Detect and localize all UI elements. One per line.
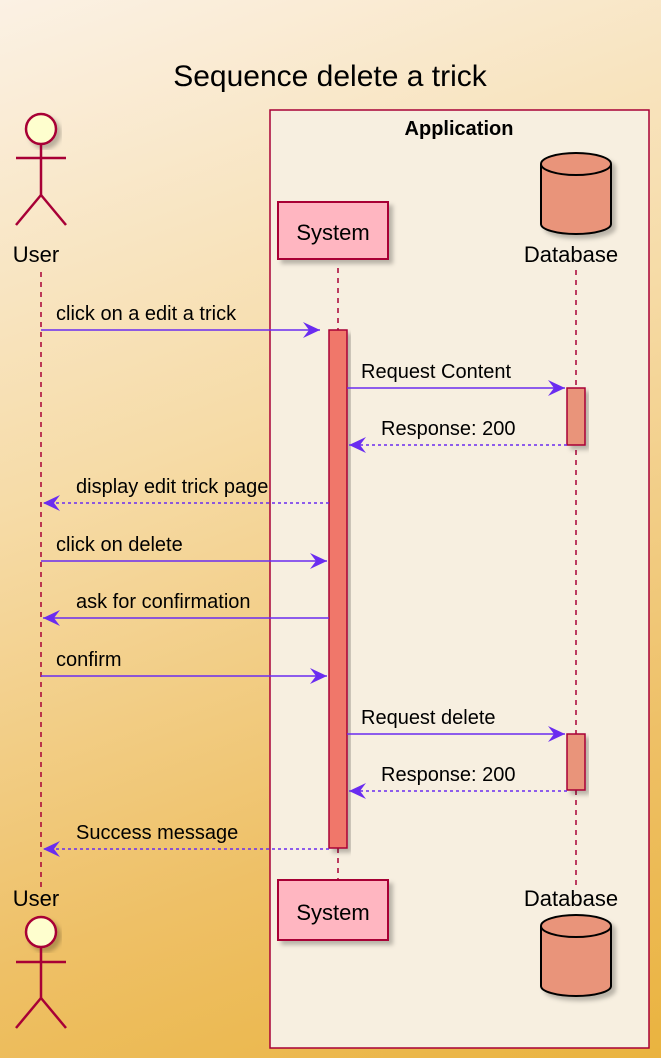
participant-system-box-bottom bbox=[277, 879, 389, 941]
participant-system-box bbox=[277, 201, 389, 260]
message-label: confirm bbox=[56, 649, 122, 671]
message-label: Response: 200 bbox=[381, 418, 516, 440]
message-label: Response: 200 bbox=[381, 764, 516, 786]
participant-system-label: System bbox=[296, 220, 369, 245]
activation-bars bbox=[328, 329, 586, 849]
message-label: click on delete bbox=[56, 534, 183, 556]
user-actor-icon bbox=[15, 112, 67, 226]
database-cylinder-icon-bottom bbox=[540, 914, 612, 997]
participant-database-bottom: Database bbox=[524, 886, 618, 997]
participant-database-label-bottom: Database bbox=[524, 886, 618, 911]
arrowhead-icon bbox=[548, 726, 565, 742]
user-actor-icon-bottom bbox=[15, 915, 67, 1029]
arrowhead-icon bbox=[43, 610, 60, 626]
arrowhead-icon bbox=[349, 437, 366, 453]
activation-system bbox=[328, 329, 348, 849]
message: ask for confirmation bbox=[43, 591, 329, 626]
diagram-title: Sequence delete a trick bbox=[173, 60, 488, 93]
messages: click on a edit a trick Request Content … bbox=[41, 303, 567, 857]
activation-database-2 bbox=[566, 733, 586, 791]
message-label: ask for confirmation bbox=[76, 591, 251, 613]
participant-system-top: System bbox=[277, 201, 389, 260]
participant-user-label-bottom: User bbox=[13, 886, 59, 911]
message: click on a edit a trick bbox=[41, 303, 320, 338]
arrowhead-icon bbox=[310, 553, 327, 569]
message-label: display edit trick page bbox=[76, 476, 268, 498]
message: display edit trick page bbox=[43, 476, 329, 511]
participant-system-label-bottom: System bbox=[296, 900, 369, 925]
participant-user-top: User bbox=[13, 112, 67, 267]
message: click on delete bbox=[41, 534, 327, 569]
message: confirm bbox=[41, 649, 327, 684]
arrowhead-icon bbox=[43, 495, 60, 511]
message: Request Content bbox=[347, 361, 565, 396]
message: Request delete bbox=[347, 707, 565, 742]
participant-database-top: Database bbox=[524, 152, 618, 267]
message-label: Success message bbox=[76, 822, 238, 844]
participant-user-label: User bbox=[13, 242, 59, 267]
message-label: Request Content bbox=[361, 361, 512, 383]
message-label: click on a edit a trick bbox=[56, 303, 237, 325]
arrowhead-icon bbox=[310, 668, 327, 684]
participant-system-bottom: System bbox=[277, 879, 389, 941]
message: Success message bbox=[43, 822, 329, 857]
database-cylinder-icon bbox=[540, 152, 612, 235]
message-label: Request delete bbox=[361, 707, 496, 729]
application-box-title: Application bbox=[405, 118, 514, 140]
message: Response: 200 bbox=[349, 418, 567, 453]
participant-user-bottom: User bbox=[13, 886, 67, 1029]
arrowhead-icon bbox=[349, 783, 366, 799]
activation-database-1 bbox=[566, 387, 586, 446]
message: Response: 200 bbox=[349, 764, 567, 799]
arrowhead-icon bbox=[548, 380, 565, 396]
arrowhead-icon bbox=[303, 322, 320, 338]
arrowhead-icon bbox=[43, 841, 60, 857]
participant-database-label: Database bbox=[524, 242, 618, 267]
